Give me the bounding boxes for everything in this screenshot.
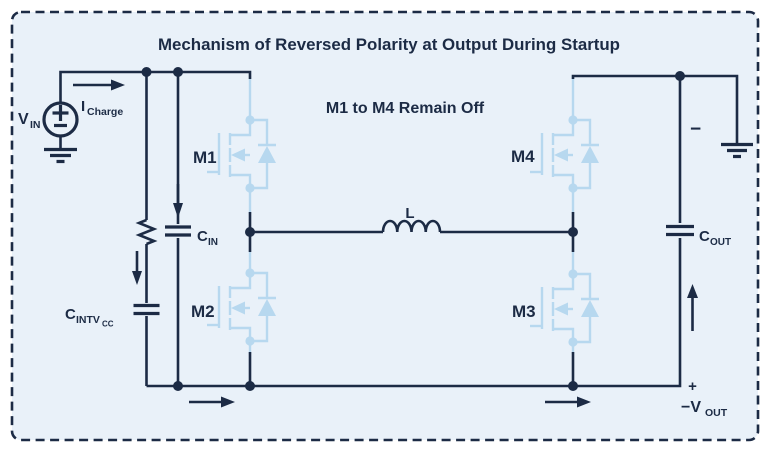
cin-capacitor-icon: [165, 225, 191, 237]
cintvcc-label: C: [65, 306, 76, 323]
wiring: [44, 67, 753, 391]
annotation-mosfets-off: M1 to M4 Remain Off: [326, 100, 485, 117]
bottom-right-arrow-icon: [545, 396, 591, 408]
bottom-left-arrow-icon: [189, 396, 235, 408]
junction-dots: [141, 67, 685, 391]
current-arrows: [73, 79, 698, 408]
inductor-icon: [381, 219, 442, 233]
vout-label-sub: OUT: [705, 407, 728, 419]
cintvcc-label-subsub: CC: [102, 320, 114, 329]
resistor-icon: [135, 218, 158, 246]
labels: V IN I Charge C IN C INTV CC C OUT L M1 …: [18, 98, 731, 419]
cin-down-arrow-icon: [173, 184, 183, 218]
cintvcc-down-arrow-icon: [132, 251, 142, 285]
cin-label-sub: IN: [208, 237, 218, 248]
icharge-label-sub: Charge: [87, 106, 123, 118]
vout-label: −V: [681, 399, 701, 416]
cout-capacitor-icon: [666, 224, 694, 237]
voltage-source-icon: [42, 101, 79, 138]
cintvcc-capacitor-icon: [133, 303, 160, 316]
dashed-border: [10, 10, 760, 442]
icharge-label: I: [81, 98, 85, 115]
output-plus-polarity: +: [688, 378, 697, 395]
mosfet-m3-label: M3: [512, 302, 536, 321]
ground-left-icon: [44, 147, 77, 164]
top-right-rail: [571, 74, 739, 143]
cout-label: C: [699, 228, 710, 245]
mosfet-m1-label: M1: [193, 148, 217, 167]
mosfet-m4-label: M4: [511, 147, 535, 166]
vin-label: V: [18, 111, 29, 128]
output-minus-polarity: −: [690, 119, 701, 140]
cout-label-sub: OUT: [710, 237, 731, 248]
cin-label: C: [197, 228, 208, 245]
ground-right-icon: [721, 142, 753, 159]
vin-label-sub: IN: [30, 119, 41, 131]
cout-up-arrow-icon: [687, 284, 698, 331]
icharge-arrow-icon: [73, 79, 125, 91]
diagram-title: Mechanism of Reversed Polarity at Output…: [158, 36, 620, 54]
vin-source: [42, 101, 79, 138]
inductor-label: L: [405, 205, 414, 222]
cintvcc-label-sub: INTV: [76, 314, 100, 326]
mosfet-m2-label: M2: [191, 302, 215, 321]
top-left-rail: [59, 70, 252, 103]
bottom-rail: [146, 238, 682, 388]
